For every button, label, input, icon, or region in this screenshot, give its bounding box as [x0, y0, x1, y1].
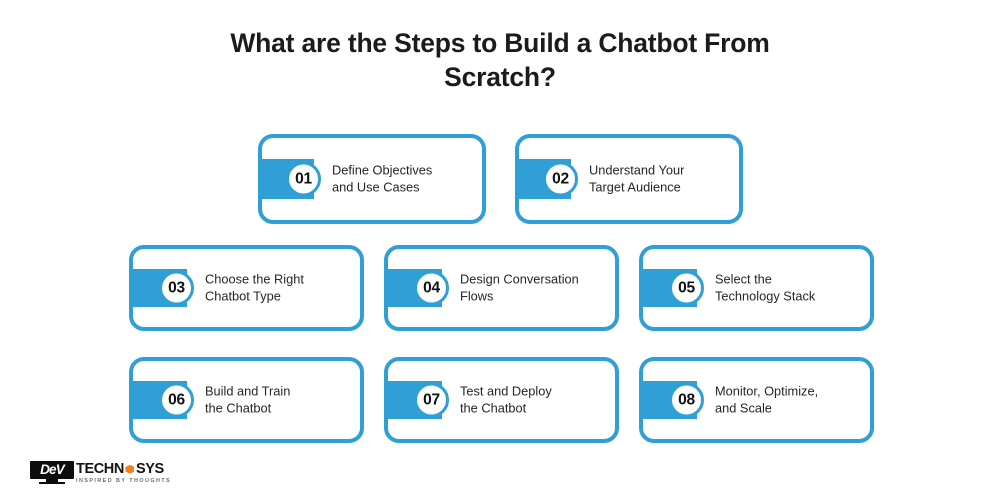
step-label-line-2: the Chatbot [205, 400, 272, 415]
step-label-line-2: Chatbot Type [205, 288, 281, 303]
step-label-line-1: Define Objectives [332, 162, 433, 178]
step-card-04[interactable]: 04 Design Conversation Flows [384, 245, 619, 331]
step-label-line-1: Select the [715, 271, 772, 287]
brand-name-part-1: TECHN [76, 461, 124, 477]
logo-mark-text: DeV [40, 462, 65, 478]
monitor-icon: DeV [30, 461, 74, 485]
step-label-line-2: the Chatbot [460, 400, 527, 415]
step-label-line-1: Design Conversation [460, 271, 579, 287]
step-number-badge: 01 [286, 161, 321, 197]
brand-name-part-2: SYS [135, 461, 164, 477]
page-title-line-2: Scratch? [444, 62, 556, 92]
step-label: Build and Train the Chatbot [205, 384, 352, 417]
step-label-line-1: Test and Deploy [460, 383, 552, 399]
page-title: What are the Steps to Build a Chatbot Fr… [180, 26, 820, 94]
step-card-06[interactable]: 06 Build and Train the Chatbot [129, 357, 364, 443]
step-label-line-2: and Scale [715, 400, 772, 415]
step-label-line-1: Understand Your [589, 162, 685, 178]
step-number-badge: 07 [414, 382, 449, 418]
step-label: Design Conversation Flows [460, 272, 607, 305]
step-label-line-2: Flows [460, 288, 494, 303]
step-label-line-2: Target Audience [589, 179, 681, 194]
step-label: Monitor, Optimize, and Scale [715, 384, 862, 417]
step-label-line-2: Technology Stack [715, 288, 816, 303]
step-label: Understand Your Target Audience [589, 163, 731, 196]
step-label-line-1: Monitor, Optimize, [715, 383, 819, 399]
step-card-01[interactable]: 01 Define Objectives and Use Cases [258, 134, 486, 224]
step-label-line-1: Build and Train [205, 383, 291, 399]
brand-logo: DeV TECHN SYS INSPIRED BY THOUGHTS [30, 461, 171, 489]
step-number-badge: 08 [669, 382, 704, 418]
step-number-badge: 04 [414, 270, 449, 306]
monitor-base [39, 482, 65, 484]
step-row-3: 06 Build and Train the Chatbot 07 Test a… [129, 357, 874, 443]
step-label: Choose the Right Chatbot Type [205, 272, 352, 305]
step-card-08[interactable]: 08 Monitor, Optimize, and Scale [639, 357, 874, 443]
step-number-badge: 05 [669, 270, 704, 306]
step-row-2: 03 Choose the Right Chatbot Type 04 Desi… [129, 245, 874, 331]
brand-wordmark: TECHN SYS INSPIRED BY THOUGHTS [76, 461, 171, 484]
step-number-badge: 06 [159, 382, 194, 418]
step-label-line-1: Choose the Right [205, 271, 304, 287]
brand-tagline: INSPIRED BY THOUGHTS [76, 477, 172, 484]
step-card-02[interactable]: 02 Understand Your Target Audience [515, 134, 743, 224]
monitor-stand [46, 479, 58, 482]
step-label: Test and Deploy the Chatbot [460, 384, 607, 417]
step-row-1: 01 Define Objectives and Use Cases 02 Un… [258, 134, 743, 224]
monitor-screen: DeV [30, 461, 74, 479]
hexagon-icon [125, 464, 135, 474]
step-card-05[interactable]: 05 Select the Technology Stack [639, 245, 874, 331]
brand-name: TECHN SYS [76, 462, 171, 477]
step-label: Select the Technology Stack [715, 272, 862, 305]
step-card-03[interactable]: 03 Choose the Right Chatbot Type [129, 245, 364, 331]
step-label: Define Objectives and Use Cases [332, 163, 474, 196]
step-card-07[interactable]: 07 Test and Deploy the Chatbot [384, 357, 619, 443]
step-number-badge: 03 [159, 270, 194, 306]
step-number-badge: 02 [543, 161, 578, 197]
step-label-line-2: and Use Cases [332, 179, 420, 194]
page-title-line-1: What are the Steps to Build a Chatbot Fr… [230, 28, 770, 58]
